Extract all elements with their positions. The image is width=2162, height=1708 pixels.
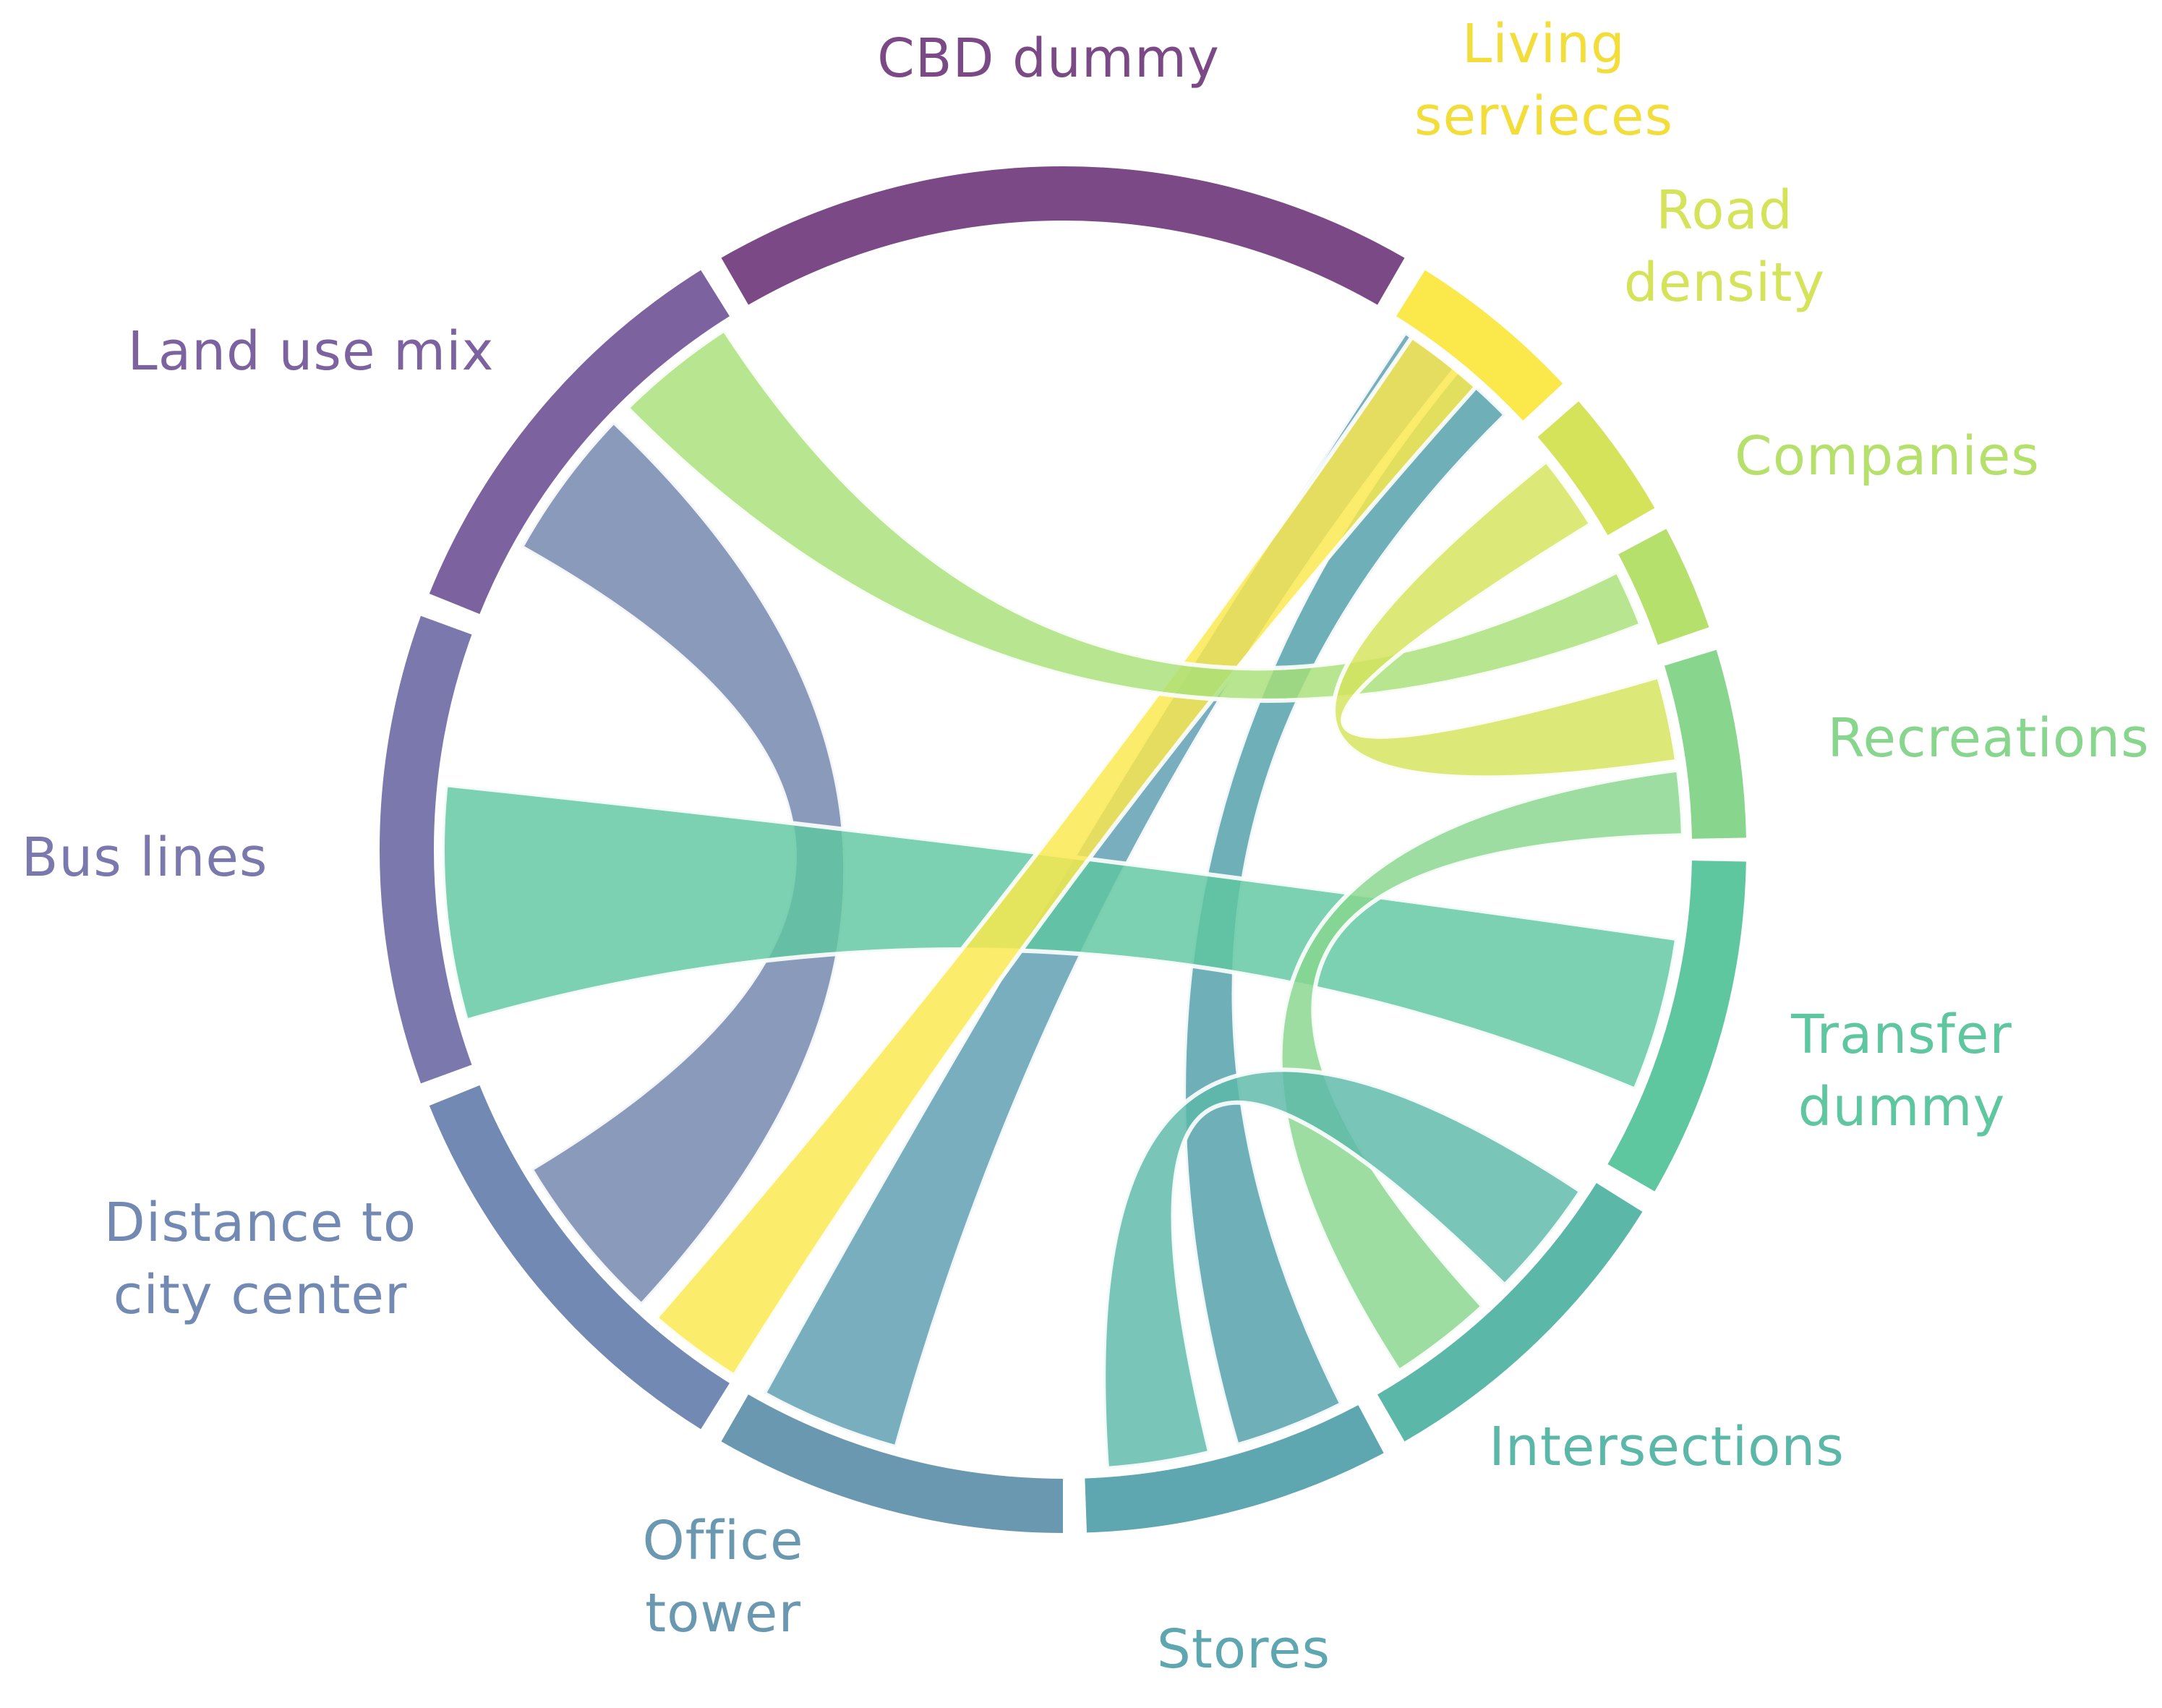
label-intersections: Intersections — [1489, 1416, 1845, 1478]
ribbon-intersections-to-stores — [1101, 1067, 1584, 1472]
arc-living-servieces — [1396, 270, 1563, 421]
ribbon-layer — [440, 326, 1685, 1472]
label-land-use-mix: Land use mix — [128, 320, 495, 383]
arc-recreations — [1664, 649, 1746, 839]
arc-layer — [380, 166, 1746, 1533]
ribbon-road-density-to-recreations — [1331, 458, 1680, 780]
arc-companies — [1618, 529, 1709, 645]
ribbon-recreations-to-intersections — [1278, 767, 1685, 1375]
ribbon-living-servieces-to-distance-to-city-center — [652, 333, 1479, 1379]
label-bus-lines: Bus lines — [22, 827, 268, 889]
label-companies: Companies — [1735, 425, 2040, 487]
ribbon-land-use-mix-to-companies — [624, 326, 1644, 703]
arc-transfer-dummy — [1607, 861, 1746, 1192]
arc-bus-lines — [380, 615, 472, 1084]
arc-distance-to-city-center — [429, 1085, 730, 1430]
label-stores: Stores — [1157, 1618, 1330, 1681]
arc-cbd-dummy — [721, 166, 1405, 305]
arc-land-use-mix — [429, 270, 730, 615]
ribbon-cbd-dummy-to-stores — [1182, 367, 1509, 1448]
label-recreations: Recreations — [1827, 707, 2149, 769]
arc-road-density — [1537, 401, 1655, 535]
arc-stores — [1085, 1405, 1384, 1533]
ribbon-land-use-mix-to-distance-to-city-center — [518, 419, 848, 1308]
label-cbd-dummy: CBD dummy — [877, 27, 1220, 90]
arc-office-tower — [721, 1394, 1063, 1533]
arc-intersections — [1377, 1183, 1643, 1442]
